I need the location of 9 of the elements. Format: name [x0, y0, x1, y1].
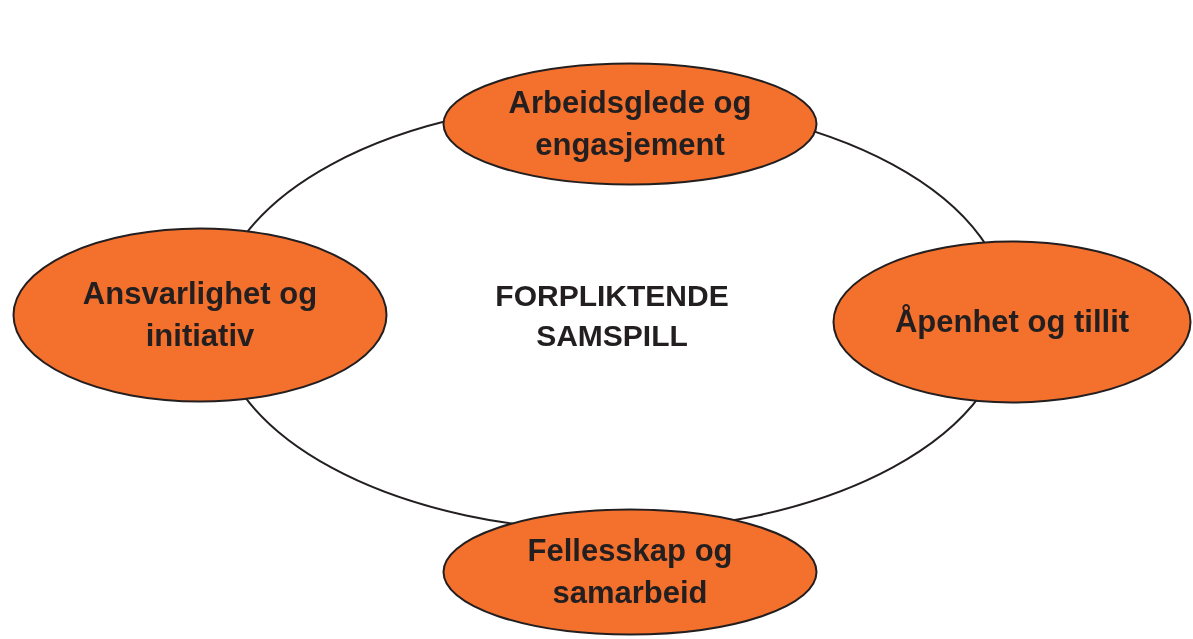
node-label: Fellesskap og samarbeid [526, 532, 734, 612]
node-label: Arbeidsglede og engasjement [507, 84, 753, 164]
node-label: FORPLIKTENDE SAMSPILL [494, 277, 730, 354]
node-label: Åpenhet og tillit [894, 303, 1130, 342]
value-ellipse [442, 62, 818, 186]
value-ellipse [442, 508, 818, 636]
node-label: Ansvarlighet og initiativ [81, 275, 319, 355]
value-ellipse [832, 240, 1192, 404]
value-ellipse [12, 227, 388, 403]
